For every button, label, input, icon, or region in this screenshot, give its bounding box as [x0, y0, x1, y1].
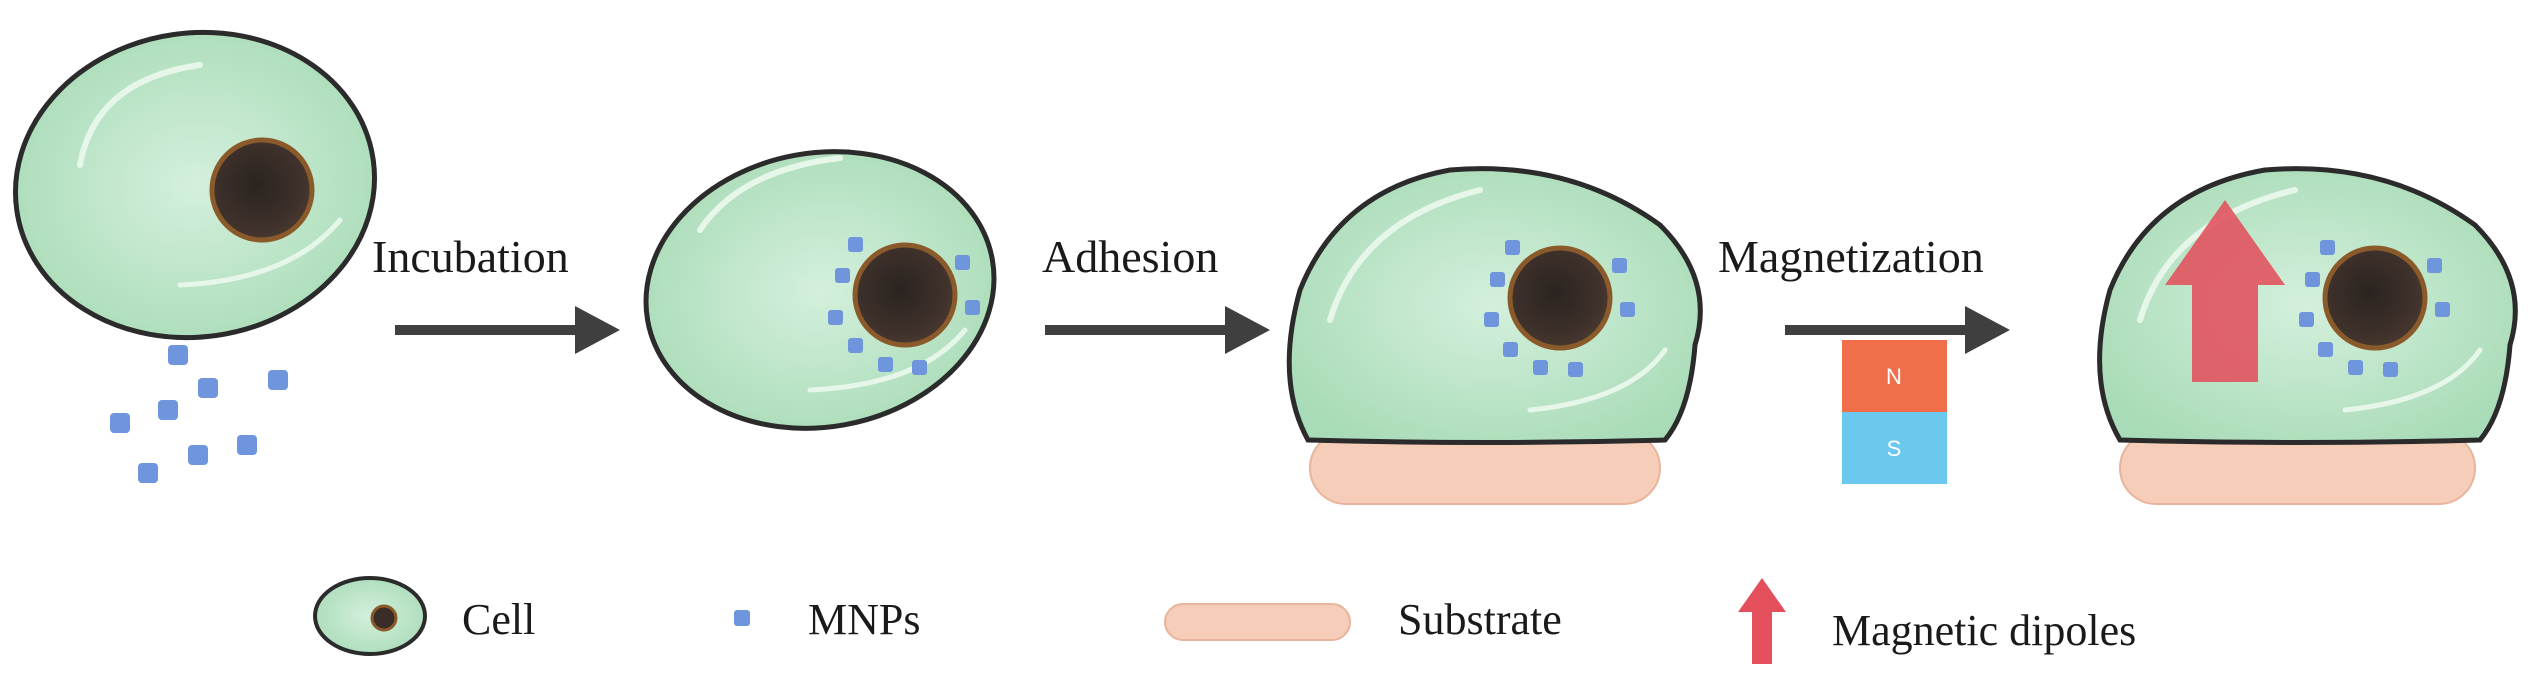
nucleus	[2322, 245, 2428, 351]
magnet-south	[1842, 412, 1947, 484]
mnp	[912, 360, 927, 375]
legend-label-dipoles: Magnetic dipoles	[1832, 606, 2136, 655]
legend-nucleus-icon	[370, 604, 398, 632]
mnp	[828, 310, 843, 325]
mnp	[198, 378, 218, 398]
mnp	[268, 370, 288, 390]
mnp	[2320, 240, 2335, 255]
mnp	[2318, 342, 2333, 357]
legend-item-substrate: Substrate	[1164, 595, 1562, 644]
mnp	[835, 268, 850, 283]
mnp	[2383, 362, 2398, 377]
mnp	[1505, 240, 1520, 255]
legend-label-mnps: MNPs	[808, 595, 921, 644]
step-label-adhesion: Adhesion	[1042, 231, 1218, 282]
legend-dipole-arrow-icon	[1738, 578, 1786, 664]
free-mnps	[110, 345, 288, 483]
legend-mnp-icon	[734, 610, 750, 626]
mnp	[848, 237, 863, 252]
mnp	[1490, 272, 1505, 287]
nucleus	[209, 137, 315, 243]
mnp	[2348, 360, 2363, 375]
magnet-north-label: N	[1886, 364, 1902, 389]
step-label-incubation: Incubation	[372, 231, 569, 282]
mnp	[2427, 258, 2442, 273]
legend-item-cell: Cell	[313, 576, 535, 656]
legend-substrate-icon	[1164, 603, 1351, 641]
mnp	[1620, 302, 1635, 317]
mnp	[1612, 258, 1627, 273]
mnp	[2305, 272, 2320, 287]
arrow-adhesion	[1045, 306, 1270, 354]
mnp	[188, 445, 208, 465]
legend-label-substrate: Substrate	[1398, 595, 1562, 644]
magnetic-dipole-arrow	[2165, 200, 2285, 382]
mnp	[138, 463, 158, 483]
mnp	[2435, 302, 2450, 317]
mnp	[1503, 342, 1518, 357]
legend-label-cell: Cell	[462, 595, 535, 644]
legend-item-dipoles: Magnetic dipoles	[1738, 578, 2136, 664]
mnp	[237, 435, 257, 455]
mnp	[2299, 312, 2314, 327]
cell-adhered	[1286, 166, 1703, 445]
nucleus	[852, 242, 958, 348]
arrow-magnetization	[1785, 306, 2010, 354]
magnet-north	[1842, 340, 1947, 412]
cell-magnetized	[2097, 166, 2518, 445]
nucleus	[1507, 245, 1613, 351]
step-label-magnetization: Magnetization	[1718, 231, 1984, 282]
mnp	[965, 300, 980, 315]
legend: Cell MNPs Substrate Magnetic dipoles	[313, 576, 2136, 664]
legend-item-mnps: MNPs	[734, 595, 921, 644]
mnp	[1484, 312, 1499, 327]
mnp	[848, 338, 863, 353]
cell-initial	[13, 29, 377, 341]
mnp	[158, 400, 178, 420]
mnp	[1568, 362, 1583, 377]
mnp	[878, 357, 893, 372]
magnet-south-label: S	[1887, 436, 1902, 461]
legend-cell-icon	[313, 576, 427, 656]
cell-with-mnps	[643, 149, 997, 431]
bar-magnet: N S	[1842, 340, 1947, 484]
mnp	[168, 345, 188, 365]
mnp	[955, 255, 970, 270]
arrow-incubation	[395, 306, 620, 354]
mnp	[110, 413, 130, 433]
mnp	[1533, 360, 1548, 375]
